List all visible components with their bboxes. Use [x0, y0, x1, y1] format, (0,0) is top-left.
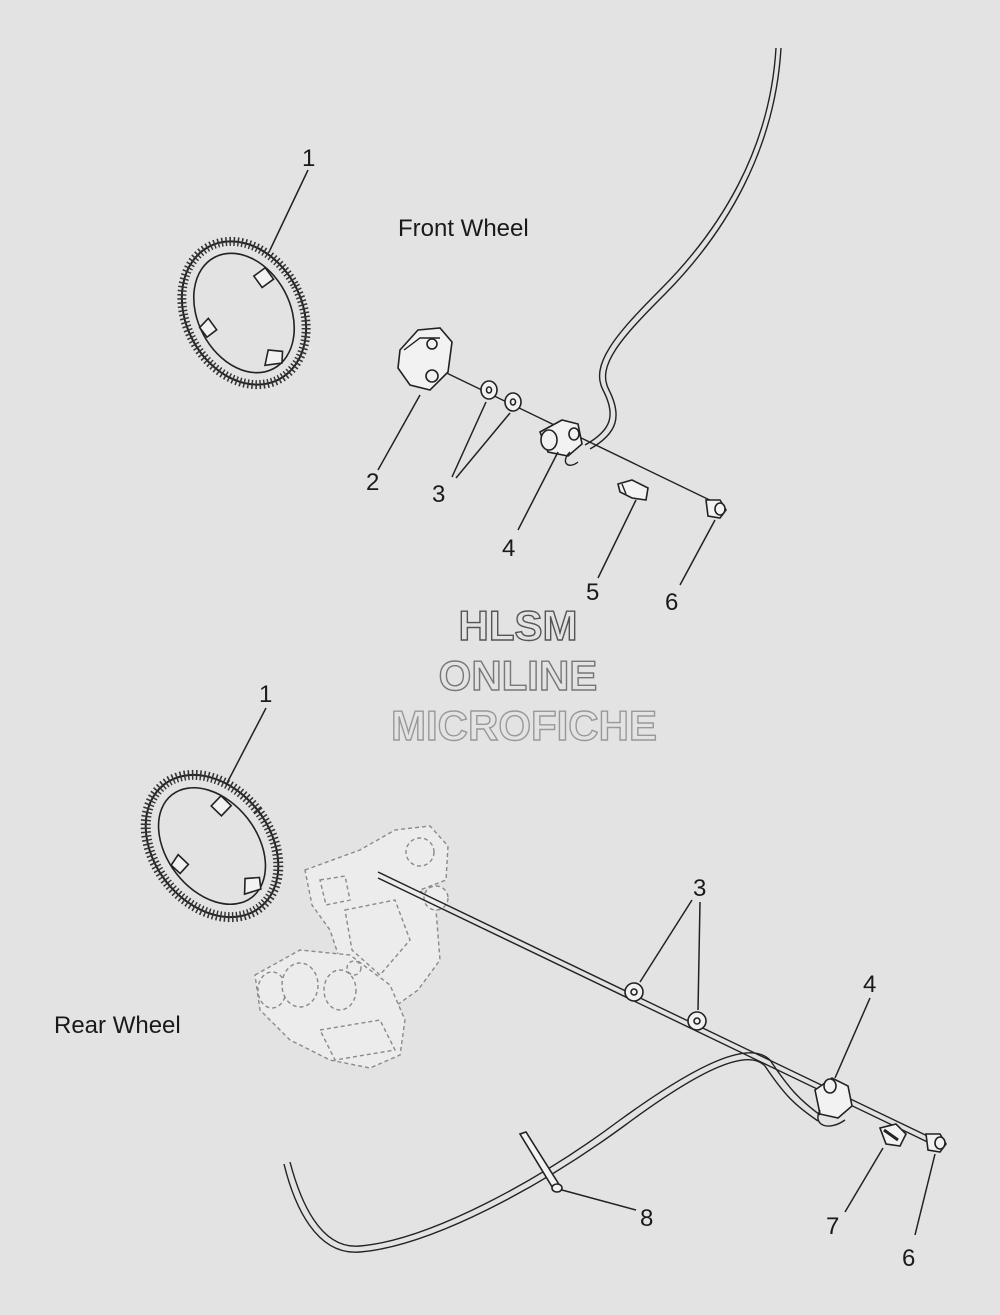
- leader-front-2: [377, 394, 421, 471]
- front-wheel-title: Front Wheel: [398, 215, 529, 242]
- rear-bolt: [925, 1133, 947, 1153]
- watermark: HLSM ONLINE MICROFICHE: [390, 601, 657, 749]
- leader-rear-4: [834, 997, 871, 1079]
- rear-caliper: [254, 949, 406, 1069]
- front-bolt: [705, 499, 727, 519]
- rear-wheel-title: Rear Wheel: [54, 1012, 181, 1039]
- front-wheel-speed-sensor: [538, 419, 583, 466]
- callout-rear-4: 4: [863, 971, 876, 998]
- leader-rear-3a: [639, 899, 693, 983]
- watermark-line-1: HLSM: [459, 602, 578, 649]
- callout-rear-8: 8: [640, 1205, 653, 1232]
- rear-tone-ring: [140, 769, 284, 923]
- rear-screw: [878, 1123, 907, 1147]
- callout-front-3: 3: [432, 481, 445, 508]
- callout-rear-1: 1: [259, 681, 272, 708]
- callout-front-6: 6: [665, 589, 678, 616]
- front-shims: [480, 380, 522, 412]
- rear-wheel-speed-sensor: [814, 1077, 853, 1127]
- leader-front-4: [517, 451, 559, 531]
- rear-sensor-cable: [289, 1052, 821, 1247]
- leader-rear-7: [844, 1147, 884, 1213]
- callout-front-4: 4: [502, 535, 515, 562]
- leader-rear-3b: [697, 901, 701, 1011]
- watermark-line-2: ONLINE: [439, 652, 598, 699]
- leader-rear-6: [914, 1153, 936, 1236]
- rear-caliper-bracket: [304, 825, 449, 1012]
- rear-cable-tie: [518, 1131, 563, 1193]
- leader-rear-1: [225, 707, 267, 786]
- rear-shims: [624, 982, 707, 1031]
- leader-front-1: [269, 169, 309, 251]
- front-tone-ring: [177, 236, 311, 390]
- leader-front-5: [597, 499, 637, 579]
- leader-front-6: [679, 519, 716, 586]
- watermark-line-3: MICROFICHE: [391, 702, 657, 749]
- callout-front-5: 5: [586, 579, 599, 606]
- callout-front-1: 1: [302, 145, 315, 172]
- front-sensor-bracket: [397, 327, 453, 391]
- leader-front-3a: [451, 401, 487, 478]
- callout-front-2: 2: [366, 469, 379, 496]
- callout-rear-7: 7: [826, 1213, 839, 1240]
- leader-rear-8: [561, 1189, 637, 1211]
- callout-rear-3: 3: [693, 875, 706, 902]
- front-sensor-cable: [584, 47, 777, 446]
- front-screw: [617, 479, 649, 501]
- callout-rear-6: 6: [902, 1245, 915, 1272]
- leader-front-3b: [455, 412, 511, 479]
